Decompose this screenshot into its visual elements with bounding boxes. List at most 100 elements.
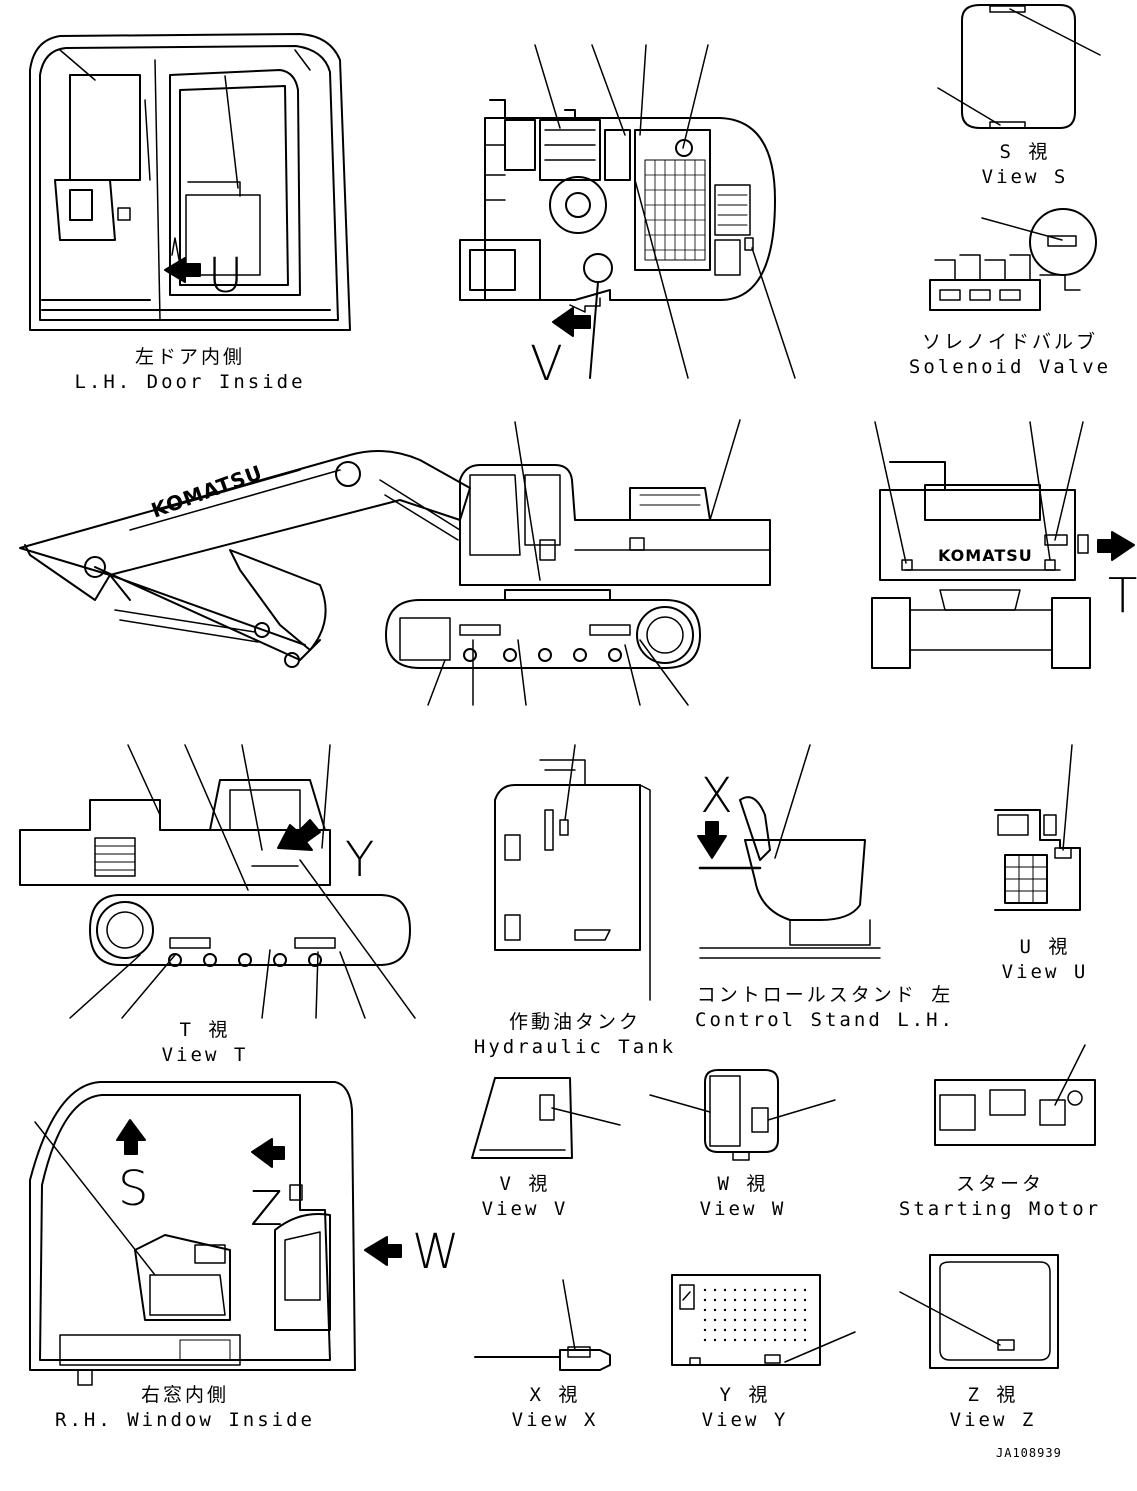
view-s-drawing [937, 4, 1101, 129]
control-stand-drawing [697, 744, 881, 959]
dot [793, 1328, 797, 1332]
view-y-dot-grid [703, 1288, 807, 1342]
excavator-side-drawing [19, 419, 771, 706]
dot [773, 1298, 777, 1302]
dot [703, 1328, 707, 1332]
dot [713, 1298, 717, 1302]
dot [753, 1298, 757, 1302]
dot [753, 1288, 757, 1292]
dot [713, 1328, 717, 1332]
arrow-letter-z: Z [250, 1181, 283, 1237]
dot [763, 1318, 767, 1322]
view-v-drawing [471, 1077, 621, 1159]
dot [713, 1308, 717, 1312]
dot [723, 1328, 727, 1332]
dot [763, 1288, 767, 1292]
dot [753, 1308, 757, 1312]
dot [773, 1338, 777, 1342]
view-y-drawing [671, 1274, 856, 1366]
arrow-letter-x: X [700, 768, 733, 824]
dot [713, 1338, 717, 1342]
dot [743, 1308, 747, 1312]
dot [753, 1328, 757, 1332]
view-t-drawing [19, 744, 416, 1019]
dot [783, 1318, 787, 1322]
dot [793, 1298, 797, 1302]
dot [803, 1328, 807, 1332]
arrow-letter-t: T [1108, 568, 1137, 624]
dot [743, 1338, 747, 1342]
arrow-letter-w: W [412, 1224, 460, 1280]
dot [803, 1298, 807, 1302]
dot [783, 1288, 787, 1292]
dot [793, 1308, 797, 1312]
dot [713, 1318, 717, 1322]
arrow-letter-v: V [530, 336, 563, 392]
dot [753, 1338, 757, 1342]
drawing-number: JA108939 [996, 1446, 1062, 1460]
dot [703, 1308, 707, 1312]
window-inside-drawing [29, 1081, 402, 1386]
dot [733, 1288, 737, 1292]
dot [703, 1298, 707, 1302]
dot [783, 1338, 787, 1342]
hydraulic-tank-drawing [494, 744, 651, 1001]
komatsu-logo-rear: KOMATSU [938, 546, 1033, 565]
rear-view-drawing [871, 421, 1135, 669]
dot [763, 1308, 767, 1312]
dot [743, 1318, 747, 1322]
dot [723, 1298, 727, 1302]
dot [723, 1338, 727, 1342]
dot [753, 1318, 757, 1322]
view-z-drawing [899, 1254, 1059, 1369]
dot [733, 1298, 737, 1302]
arrow-letter-s: S [118, 1161, 149, 1217]
view-x-drawing [474, 1279, 611, 1371]
dot [743, 1328, 747, 1332]
dot [713, 1288, 717, 1292]
view-w-drawing [649, 1069, 836, 1161]
dot [733, 1328, 737, 1332]
arrow-letter-u: U [208, 248, 244, 304]
starting-motor-drawing [934, 1044, 1096, 1146]
dot [783, 1298, 787, 1302]
dot [743, 1288, 747, 1292]
dot [803, 1338, 807, 1342]
dot [703, 1288, 707, 1292]
dot [733, 1318, 737, 1322]
door-inside-drawing [29, 33, 351, 331]
dot [733, 1308, 737, 1312]
dot [723, 1308, 727, 1312]
top-plan-drawing [459, 44, 796, 379]
dot [803, 1318, 807, 1322]
dot [763, 1298, 767, 1302]
dot [723, 1318, 727, 1322]
dot [783, 1328, 787, 1332]
dot [803, 1308, 807, 1312]
dot [793, 1288, 797, 1292]
dot [763, 1338, 767, 1342]
dot [773, 1318, 777, 1322]
arrow-letter-y: Y [345, 832, 375, 888]
dot [773, 1288, 777, 1292]
dot [803, 1288, 807, 1292]
dot [703, 1338, 707, 1342]
dot [763, 1328, 767, 1332]
solenoid-valve-drawing [929, 208, 1097, 311]
dot [703, 1318, 707, 1322]
